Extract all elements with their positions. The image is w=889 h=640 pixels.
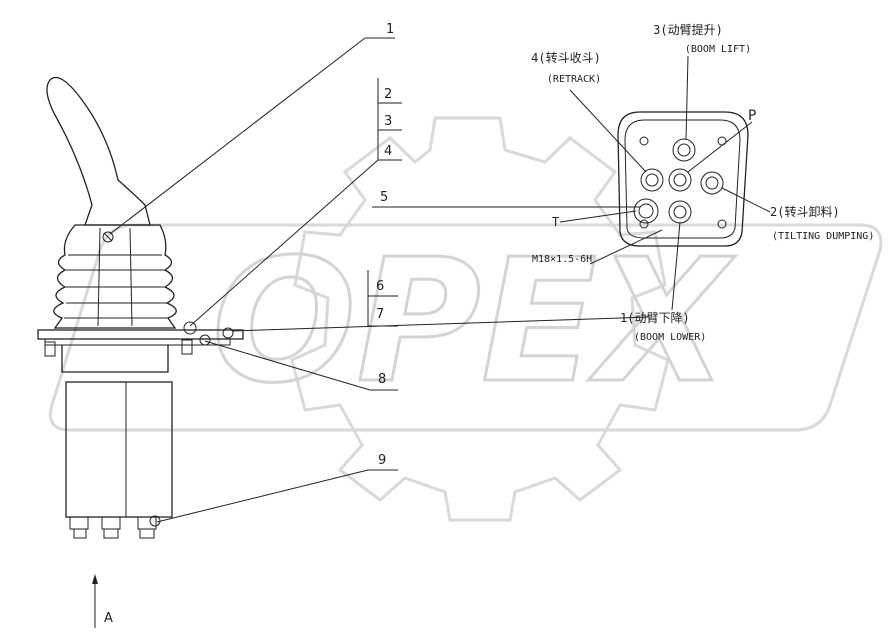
port-4 (640, 168, 664, 192)
callout-4: 4 (384, 144, 392, 159)
joystick-handle (46, 76, 151, 243)
port-2 (700, 171, 724, 195)
label-boom-lower-en: (BOOM LOWER) (634, 332, 706, 343)
port-view-plate (617, 111, 749, 247)
callout-1: 1 (386, 22, 394, 37)
ports (633, 138, 724, 224)
view-a-arrow (92, 574, 98, 628)
callout-5: 5 (380, 190, 388, 205)
port-leaders (559, 55, 771, 311)
valve-body (61, 345, 173, 539)
label-tilting-en: (TILTING DUMPING) (772, 231, 874, 242)
callout-7: 7 (376, 307, 384, 322)
label-boom-lower: 1(动臂下降) (620, 311, 690, 325)
watermark-text: OPEX (212, 223, 736, 421)
label-retrack-en: (RETRACK) (547, 74, 601, 85)
label-boom-lift-en: (BOOM LIFT) (685, 44, 751, 55)
callout-3: 3 (384, 114, 392, 129)
rubber-boot (53, 224, 177, 329)
label-p: P (748, 108, 756, 124)
label-boom-lift: 3(动臂提升) (653, 22, 723, 37)
callout-8: 8 (378, 372, 386, 387)
label-retrack: 4(转斗收斗) (531, 50, 601, 65)
label-thread: M18×1.5-6H (532, 254, 592, 265)
leader-lines (109, 37, 651, 523)
callout-2: 2 (384, 87, 392, 102)
label-t: T (552, 215, 559, 229)
port-3 (672, 138, 696, 162)
label-tilting: 2(转斗卸料) (770, 204, 840, 219)
port-t (633, 198, 659, 224)
callout-9: 9 (378, 453, 386, 468)
mounting-flange (37, 321, 244, 357)
callout-6: 6 (376, 279, 384, 294)
view-label-a: A (104, 611, 113, 626)
port-p (668, 168, 692, 192)
watermark-gear (290, 116, 670, 522)
watermark-plate (49, 223, 883, 432)
port-1 (668, 200, 692, 224)
